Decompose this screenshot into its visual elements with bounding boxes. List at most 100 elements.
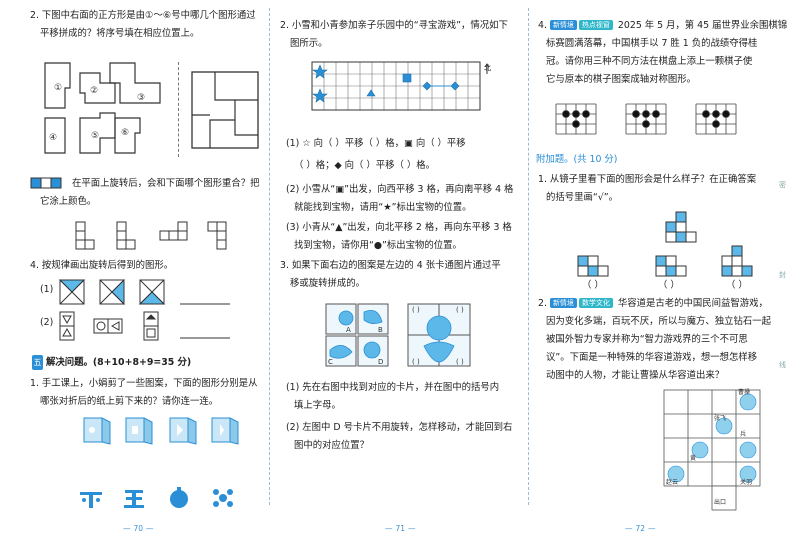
seal-mark: 密 bbox=[779, 181, 786, 189]
rq4-line3: 冠。请你用三种不同方法在棋盘上添上一颗棋子使 bbox=[546, 56, 753, 67]
mq3-2b: 图中的对应位置？ bbox=[294, 440, 370, 451]
svg-text:( ): ( ) bbox=[456, 306, 464, 314]
piece-label: ④ bbox=[49, 133, 57, 143]
mq2-1a: (1) ☆ 向（ ）平移（ ）格，▣ 向（ ）平移 bbox=[286, 138, 466, 149]
svg-text:( ): ( ) bbox=[456, 358, 464, 366]
go-stone bbox=[632, 110, 640, 118]
piece-huang: 黄 bbox=[690, 454, 696, 462]
go-stone bbox=[702, 110, 710, 118]
mq3-line2: 移或旋转拼成的。 bbox=[290, 278, 366, 289]
mq2-2a: (2) 小雪从“▣”出发，向西平移 3 格，再向南平移 4 格 bbox=[286, 184, 514, 195]
cut-pattern-figures bbox=[80, 487, 233, 508]
tag-new-context: 新情境 bbox=[549, 298, 577, 308]
piece-label: ⑤ bbox=[91, 131, 99, 141]
mq3-line1: 3. 如果下面右边的图案是左边的 4 张卡通图片通过平 bbox=[280, 260, 501, 271]
go-stone bbox=[712, 110, 720, 118]
go-stone bbox=[652, 110, 660, 118]
page-divider bbox=[269, 8, 270, 505]
go-stone bbox=[642, 110, 650, 118]
e2-line5: 动图中的人物，才能让曹操从华容道出来？ bbox=[546, 370, 725, 381]
s5q1-line1: 1. 手工课上，小娟剪了一些图案，下面的图形分别是从 bbox=[30, 378, 258, 389]
huarong-board: 曹操 张飞 关羽 赵云 兵 黄 出口 bbox=[663, 388, 761, 511]
mq2-line2: 图所示。 bbox=[290, 38, 328, 49]
svg-text:( ): ( ) bbox=[412, 358, 420, 366]
piece-label: ① bbox=[54, 83, 62, 93]
q4-row2-figure bbox=[59, 311, 230, 341]
folded-paper-figures bbox=[83, 417, 239, 445]
go-stone bbox=[582, 110, 590, 118]
q4-row1-figure bbox=[58, 278, 230, 306]
piece-soldier: 兵 bbox=[740, 430, 746, 438]
q4-row2-label: (2) bbox=[40, 317, 54, 328]
piece-label: ② bbox=[90, 86, 98, 96]
go-stone bbox=[562, 110, 570, 118]
exit-label: 出口 bbox=[714, 498, 726, 506]
mq2-3a: (3) 小青从“▲”出发，向北平移 2 格，再向东平移 3 格 bbox=[286, 222, 512, 233]
q4-line1: 4. 按规律画出旋转后得到的图形。 bbox=[30, 260, 174, 271]
e1-line2: 的括号里画“√”。 bbox=[546, 192, 618, 203]
rq4-line2: 标赛圆满落幕，中国棋手以 7 胜 1 负的战绩夺得桂 bbox=[546, 38, 758, 49]
mirror-figures bbox=[577, 211, 753, 277]
page-middle: 2. 小雪和小青参加亲子乐园中的“寻宝游戏”，情况如下 图所示。 北 (1) ☆… bbox=[272, 0, 530, 545]
tag-new-context: 新情境 bbox=[549, 20, 577, 30]
section5-title: 五解决问题。(8+10+8+9=35 分) bbox=[32, 355, 191, 370]
option-paren: （ ） bbox=[658, 280, 680, 291]
target-square-figure bbox=[191, 71, 259, 149]
e2-text1: 华容道是古老的中国民间益智游戏， bbox=[617, 298, 768, 309]
rotate-shape-icon bbox=[30, 177, 62, 189]
go-boards-figure bbox=[555, 103, 737, 135]
card-label: D bbox=[378, 358, 383, 366]
q2-line1: 2. 下图中右面的正方形是由①～⑥号中哪几个图形通过 bbox=[30, 10, 256, 21]
rq4-line1: 4. 新情境热点视窗 2025 年 5 月，第 45 届世界业余围棋锦 bbox=[538, 18, 787, 33]
piece-label: ⑥ bbox=[121, 128, 129, 138]
go-stone bbox=[572, 110, 580, 118]
piece-zhangfei: 张飞 bbox=[714, 414, 726, 422]
mq3-1b: 填上字母。 bbox=[294, 400, 341, 411]
section5-number: 五 bbox=[32, 355, 43, 370]
card-label: C bbox=[328, 358, 333, 366]
svg-text:( ): ( ) bbox=[412, 306, 420, 314]
piece-caocao: 曹操 bbox=[738, 388, 750, 396]
go-stone bbox=[642, 120, 650, 128]
q4-row1-label: (1) bbox=[40, 284, 54, 295]
page-number-right: 72 bbox=[622, 524, 659, 533]
rq4-text1: 2025 年 5 月，第 45 届世界业余围棋锦 bbox=[617, 20, 788, 31]
go-stone bbox=[572, 120, 580, 128]
rq4-line4: 它与原本的棋子图案成轴对称图形。 bbox=[546, 74, 697, 85]
q3-line1: 在平面上旋转后，会和下面哪个图形重合？把 bbox=[72, 178, 260, 189]
section5-heading: 解决问题。(8+10+8+9=35 分) bbox=[46, 357, 192, 368]
option-paren: （ ） bbox=[582, 280, 604, 291]
option-paren: （ ） bbox=[726, 280, 748, 291]
s5q1-line2: 哪张对折后的纸上剪下来的？请你连一连。 bbox=[40, 396, 219, 407]
e2-line3: 被国外智力专家并称为“智力游戏界的三个不可思 bbox=[546, 334, 748, 345]
extra-title: 附加题。(共 10 分) bbox=[536, 154, 618, 165]
e1-line1: 1. 从镜子里看下面的图形会是什么样子？在正确答案 bbox=[538, 174, 757, 185]
card-label: A bbox=[346, 326, 351, 334]
mq3-2a: (2) 左图中 D 号卡片不用旋转，怎样移动，才能回到右 bbox=[286, 422, 513, 433]
mq2-3b: 找到宝物，请你用“●”标出宝物的位置。 bbox=[294, 240, 462, 251]
tag-hot-topic: 热点视窗 bbox=[578, 20, 613, 30]
q3-options-figure bbox=[75, 221, 227, 250]
go-stone bbox=[712, 120, 720, 128]
piece-label: ③ bbox=[137, 93, 145, 103]
e2-number: 2. bbox=[538, 298, 547, 309]
page-number-middle: 71 bbox=[382, 524, 419, 533]
tag-math-culture: 数学文化 bbox=[578, 298, 613, 308]
mq2-1b: （ ）格；◆ 向（ ）平移（ ）格。 bbox=[294, 160, 436, 171]
q2-line2: 平移拼成的？将序号填在相应位置上。 bbox=[40, 28, 200, 39]
mq2-2b: 就能找到宝物，请用“★”标出宝物的位置。 bbox=[294, 202, 472, 213]
mq2-line1: 2. 小雪和小青参加亲子乐园中的“寻宝游戏”，情况如下 bbox=[280, 20, 508, 31]
page-number-left: 70 bbox=[120, 524, 157, 533]
mq3-1a: (1) 先在右图中找到对应的卡片，并在图中的括号内 bbox=[286, 382, 500, 393]
e2-line2: 因为变化多端，百玩不厌，所以与魔方、独立钻石一起 bbox=[546, 316, 772, 327]
go-stone bbox=[722, 110, 730, 118]
q3-line2: 它涂上颜色。 bbox=[40, 196, 97, 207]
piece-guanyu: 关羽 bbox=[740, 478, 752, 486]
piece-zhaoyun: 赵云 bbox=[666, 478, 678, 486]
seal-mark: 线 bbox=[779, 361, 786, 369]
page-left: 2. 下图中右面的正方形是由①～⑥号中哪几个图形通过 平移拼成的？将序号填在相应… bbox=[0, 0, 270, 545]
page-divider bbox=[528, 8, 529, 505]
treasure-grid: 北 bbox=[311, 61, 491, 111]
e2-line1: 2. 新情境数学文化 华容道是古老的中国民间益智游戏， bbox=[538, 296, 768, 311]
card-label: B bbox=[378, 326, 383, 334]
